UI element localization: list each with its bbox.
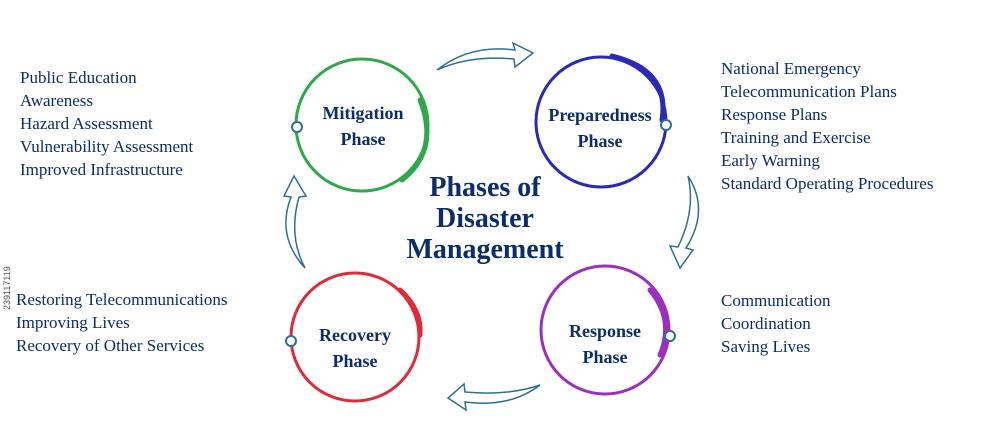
mitigation-phase-label: Mitigation Phase [298, 100, 428, 152]
mitigation-circle [291, 57, 430, 193]
preparedness-list: National Emergency Telecommunication Pla… [721, 57, 933, 195]
arrow-response-to-recovery [446, 382, 541, 412]
list-item: Restoring Telecommunications [16, 290, 228, 309]
mitigation-list: Public Education Awareness Hazard Assess… [20, 66, 193, 181]
recovery-phase-title: Recovery [319, 325, 391, 345]
list-item: Improving Lives [16, 313, 130, 332]
list-item: Early Warning [721, 151, 820, 170]
list-item: Training and Exercise [721, 128, 871, 147]
list-item: Communication [721, 291, 831, 310]
title-line-1: Phases of [429, 172, 541, 203]
list-item: Improved Infrastructure [20, 160, 183, 179]
list-item: Response Plans [721, 105, 828, 124]
list-item: National Emergency [721, 59, 861, 78]
recovery-connector-dot [285, 335, 297, 347]
response-list: Communication Coordination Saving Lives [721, 289, 831, 358]
recovery-phase-label: Recovery Phase [290, 322, 420, 374]
preparedness-phase-subtitle: Phase [577, 131, 623, 151]
recovery-phase-subtitle: Phase [332, 351, 378, 371]
title-line-2: Disaster [436, 203, 534, 234]
response-phase-label: Response Phase [540, 318, 670, 370]
title-line-3: Management [406, 234, 564, 265]
response-phase-title: Response [568, 321, 641, 341]
mitigation-connector-dot [291, 121, 303, 133]
response-phase-subtitle: Phase [582, 347, 628, 367]
list-item: Public Education [20, 68, 137, 87]
preparedness-phase-label: Preparedness Phase [530, 102, 670, 154]
list-item: Vulnerability Assessment [20, 137, 194, 156]
response-circle [539, 264, 676, 396]
preparedness-phase-title: Preparedness [548, 105, 652, 125]
recovery-circle [285, 271, 423, 403]
arrow-recovery-to-mitigation [282, 174, 308, 269]
preparedness-circle [534, 53, 672, 189]
preparedness-connector-dot [660, 119, 672, 131]
diagram-title: Phases of Disaster Management [360, 172, 610, 265]
list-item: Standard Operating Procedures [721, 174, 934, 193]
arrow-mitigation-to-preparedness [436, 41, 535, 71]
list-item: Saving Lives [721, 337, 811, 356]
response-connector-dot [664, 330, 676, 342]
stock-id-label: 239117119 [2, 266, 12, 310]
mitigation-phase-title: Mitigation [322, 103, 404, 123]
arrow-preparedness-to-response [668, 175, 700, 270]
mitigation-phase-subtitle: Phase [340, 129, 386, 149]
list-item: Recovery of Other Services [16, 336, 205, 355]
list-item: Coordination [721, 314, 811, 333]
list-item: Awareness [20, 91, 94, 110]
list-item: Telecommunication Plans [721, 82, 897, 101]
list-item: Hazard Assessment [20, 114, 153, 133]
recovery-list: Restoring Telecommunications Improving L… [16, 288, 227, 357]
